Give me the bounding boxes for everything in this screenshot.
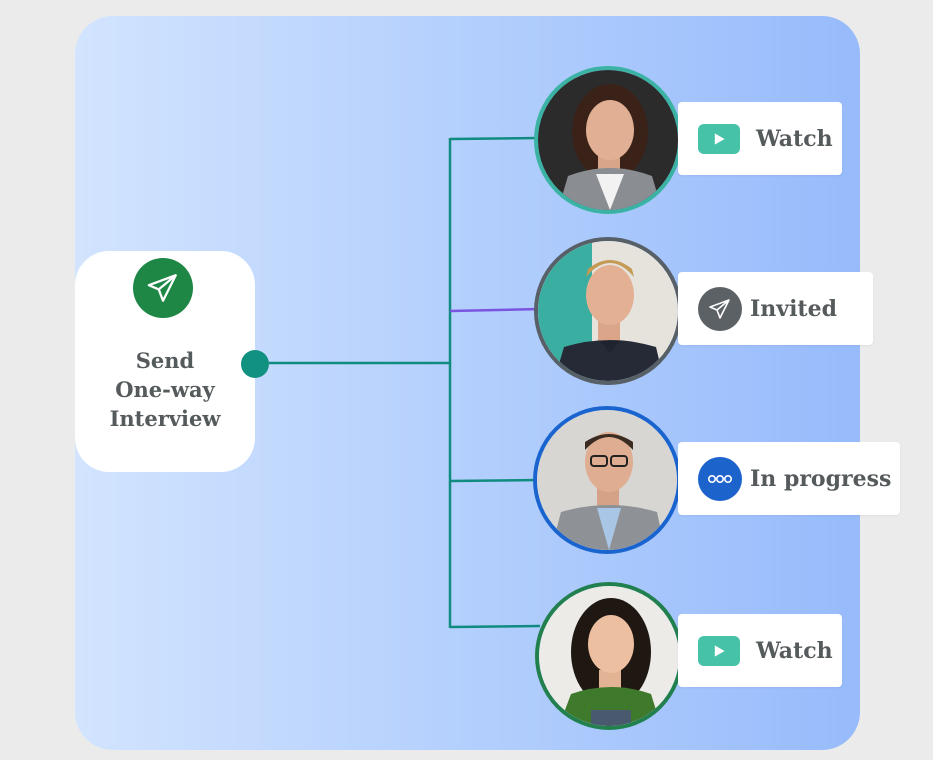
candidate-avatar-1[interactable]: [534, 66, 682, 214]
send-card-title: Send One-way Interview: [75, 346, 255, 433]
candidate-avatar-4[interactable]: [535, 582, 683, 730]
status-label-1: Watch: [756, 125, 833, 152]
title-line-1: Send: [135, 348, 195, 373]
branch-line-3: [449, 478, 541, 483]
status-tag-4[interactable]: Watch: [678, 614, 842, 687]
connector-node: [241, 350, 269, 378]
branch-line-1: [449, 136, 541, 141]
play-icon: [698, 635, 740, 666]
candidate-avatar-3[interactable]: [533, 406, 681, 554]
title-line-3: Interview: [109, 406, 221, 431]
branch-line-2: [449, 307, 541, 313]
status-label-4: Watch: [756, 637, 833, 664]
status-tag-1[interactable]: Watch: [678, 102, 842, 175]
status-tag-3[interactable]: In progress: [678, 442, 900, 515]
status-tag-2[interactable]: Invited: [678, 272, 873, 345]
play-icon: [698, 123, 740, 154]
paper-plane-icon: [133, 258, 193, 318]
send-interview-card[interactable]: Send One-way Interview: [75, 251, 255, 472]
branch-line-4: [449, 624, 541, 629]
dots-icon: [698, 456, 742, 501]
status-label-3: In progress: [750, 465, 892, 492]
title-line-2: One-way: [115, 377, 215, 402]
candidate-avatar-2[interactable]: [534, 237, 682, 385]
status-label-2: Invited: [750, 295, 837, 322]
paper-plane-icon: [698, 286, 742, 331]
